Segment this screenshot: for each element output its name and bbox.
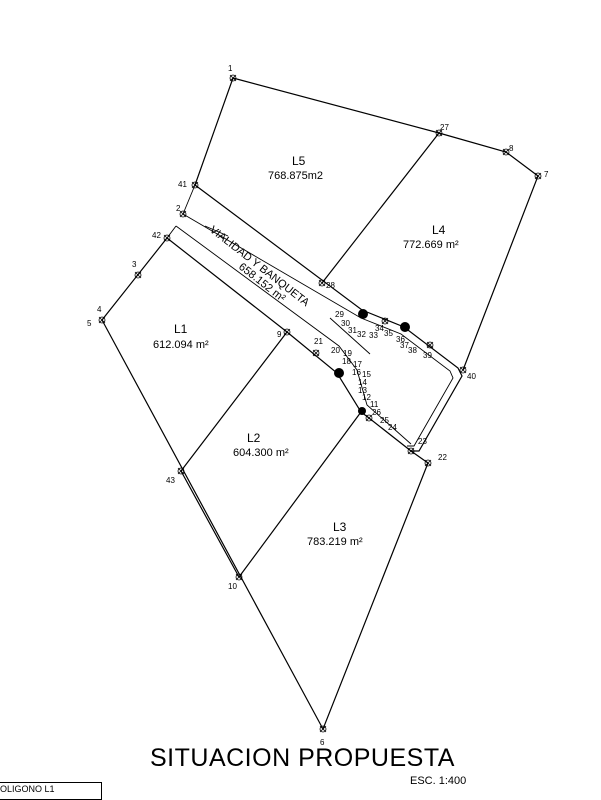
point-label: 20 [331,346,340,355]
road-edge-south [166,237,412,452]
lot-area: 768.875m2 [268,170,323,182]
point-label: 6 [320,738,325,747]
point-label: 39 [423,351,432,360]
point-label: 7 [544,170,549,179]
lot-divider-l5-l4 [321,132,440,284]
point-label: 28 [326,281,335,290]
point-label: 18 [342,357,351,366]
point-label: 33 [369,331,378,340]
lot-area: 772.669 m² [403,239,459,251]
legend-label: OLIGONO L1 [0,784,55,794]
point-label: 9 [277,330,282,339]
point-label: 40 [467,372,476,381]
point-label: 36 [396,335,405,344]
road-hatch [329,317,371,355]
point-label: 26 [372,408,381,417]
point-label: 34 [375,324,384,333]
road-hatch [204,225,229,237]
road-label: VIALIDAD Y BANQUETA [207,224,312,310]
point-label: 3 [132,260,137,269]
lot-name: L4 [432,223,446,237]
road-edge-south-inner [175,225,412,445]
vertex-markers [98,74,542,733]
point-label: 14 [358,378,367,387]
road-edge-north-link [182,184,196,215]
vertex-cluster [334,309,410,415]
point-label: 1 [228,64,233,73]
point-label: 15 [362,370,371,379]
point-label: 35 [384,329,393,338]
point-label: 19 [343,349,352,358]
lot-name: L2 [247,431,261,445]
point-label: 22 [438,453,447,462]
point-label: 42 [152,231,161,240]
road-edge-north [194,184,463,452]
lot-name: L3 [333,520,347,534]
point-label: 8 [509,144,514,153]
point-label: 37 [400,341,409,350]
point-label: 11 [370,400,379,409]
point-label: 2 [176,204,181,213]
lot-area: 783.219 m² [307,536,363,548]
point-label: 5 [87,319,92,328]
point-label: 4 [97,305,102,314]
lot-area: 612.094 m² [153,339,209,351]
lot-divider-l1-l2 [180,331,288,472]
point-label: 32 [357,330,366,339]
boundary-line [101,237,429,731]
lot-name: L5 [292,154,306,168]
point-label: 17 [353,360,362,369]
point-label: 16 [352,368,361,377]
point-label: 24 [388,423,397,432]
point-label: 43 [166,476,175,485]
drawing-scale: ESC. 1:400 [410,775,467,787]
boundary-line [194,77,234,186]
point-label: 12 [362,393,371,402]
lot-divider-l3 [410,450,429,464]
point-label: 23 [418,437,427,446]
lot-name: L1 [174,322,188,336]
point-label: 38 [408,346,417,355]
point-label: 25 [380,416,389,425]
point-label: 10 [228,582,237,591]
lot-area: 604.300 m² [233,447,289,459]
point-label: 21 [314,337,323,346]
point-label: 27 [440,123,449,132]
drawing-title: SITUACION PROPUESTA [150,744,455,772]
point-label: 41 [178,180,187,189]
point-label: 13 [358,386,367,395]
point-label: 31 [348,326,357,335]
lot-divider-edge [180,470,240,578]
lot-divider-l2-l3 [238,411,362,578]
point-label: 29 [335,310,344,319]
point-label: 30 [341,319,350,328]
